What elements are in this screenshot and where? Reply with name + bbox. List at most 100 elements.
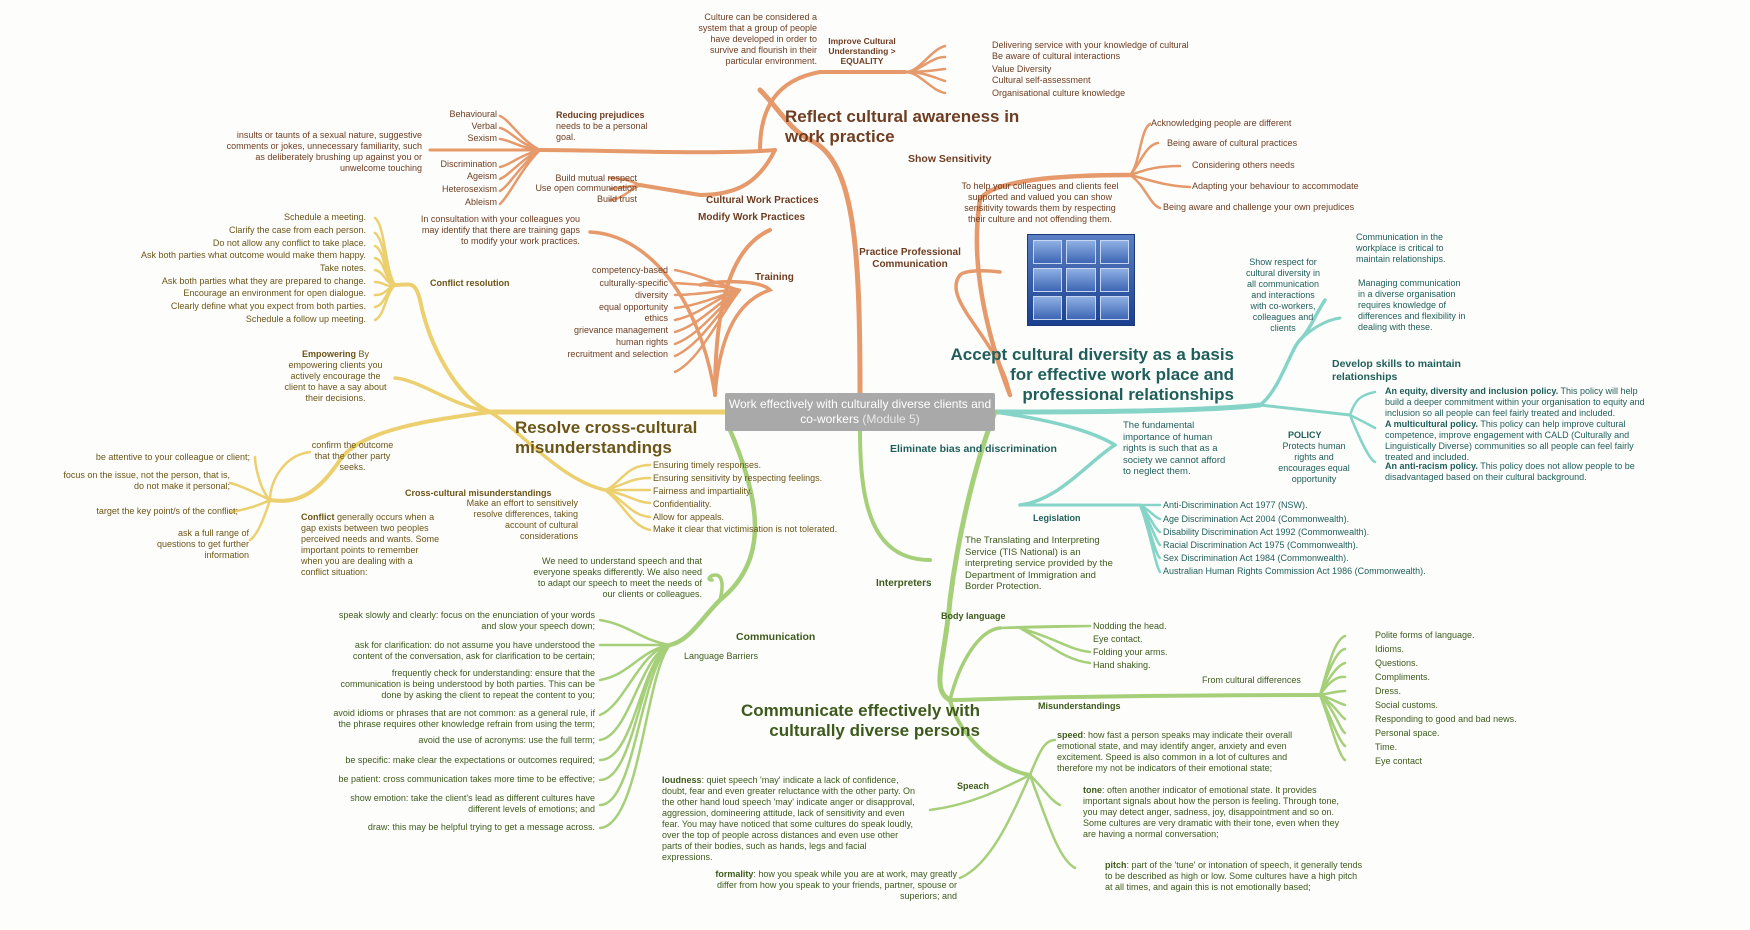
sensitivity-item: Considering others needs <box>1192 160 1295 170</box>
culture-definition: Culture can be considered a system that … <box>698 12 817 66</box>
prejudice-item: Sexism <box>467 133 497 143</box>
legislation-item: Disability Discrimination Act 1992 (Comm… <box>1163 527 1370 537</box>
sensitivity-item: Adapting your behaviour to accommodate <box>1192 181 1359 191</box>
conflict-label: Conflict <box>301 512 335 522</box>
conflict-item: target the key point/s of the conflict; <box>96 506 238 516</box>
cwp-item: Use open communication <box>535 183 637 193</box>
conflict-resolution-item: Do not allow any conflict to take place. <box>212 238 366 248</box>
cwp-item: Build trust <box>596 194 637 204</box>
speech-item-text: : quiet speech 'may' indicate a lack of … <box>662 775 915 862</box>
interpreters[interactable]: Interpreters <box>876 578 932 589</box>
language-barrier-item: be patient: cross communication takes mo… <box>338 774 595 784</box>
practice-professional-communication[interactable]: Practice Professional Communication <box>859 247 961 270</box>
prejudice-item: Heterosexism <box>441 184 497 194</box>
conflict-resolution-item: Clarify the case from each person. <box>228 225 366 235</box>
language-barrier-item: show emotion: take the client's lead as … <box>350 793 595 814</box>
policy-item-name: An equity, diversity and inclusion polic… <box>1385 386 1559 396</box>
legislation[interactable]: Legislation <box>1033 513 1081 523</box>
empowering-label: Empowering <box>301 349 356 359</box>
eliminate-bias-desc: The fundamental importance of human righ… <box>1123 420 1226 477</box>
misunderstanding-item: Polite forms of language. <box>1375 630 1475 640</box>
show-respect: Show respect for cultural diversity in a… <box>1245 257 1321 333</box>
from-cultural-differences[interactable]: From cultural differences <box>1202 675 1301 685</box>
body-language-item: Hand shaking. <box>1093 660 1151 670</box>
misunderstanding-item: Social customs. <box>1375 700 1439 710</box>
training-item: grievance management <box>573 325 668 335</box>
speech-item-tone: tone: often another indicator of emotion… <box>1083 785 1345 840</box>
policy[interactable]: POLICY <box>1288 430 1322 440</box>
empowering-desc: By empowering clients you actively encou… <box>284 349 387 403</box>
managing-communication: Managing communication in a diverse orga… <box>1358 278 1466 332</box>
cultural-work-practices[interactable]: Cultural Work Practices <box>706 195 819 206</box>
language-barriers[interactable]: Language Barriers <box>684 651 759 661</box>
empowering-node[interactable]: Empowering By empowering clients you act… <box>283 349 388 404</box>
conflict-node[interactable]: Conflict generally occurs when a gap exi… <box>301 512 441 578</box>
reducing-prejudices-desc: needs to be a personal goal. <box>556 121 648 142</box>
communication[interactable]: Communication <box>736 631 816 643</box>
reducing-prejudices[interactable]: Reducing prejudices <box>556 110 645 120</box>
speech-item-text: : part of the 'tune' or intonation of sp… <box>1105 860 1363 892</box>
misunderstanding-item: Idioms. <box>1375 644 1405 654</box>
ccm-item: Allow for appeals. <box>653 512 725 522</box>
conflict-item: be attentive to your colleague or client… <box>95 452 250 462</box>
language-barrier-item: frequently check for understanding: ensu… <box>340 668 595 700</box>
conflict-resolution-item: Ask both parties what outcome would make… <box>141 250 366 260</box>
body-language[interactable]: Body language <box>941 611 1006 621</box>
policy-desc: Protects human rights and encourages equ… <box>1278 441 1350 484</box>
speach[interactable]: Speach <box>957 781 990 791</box>
language-barrier-item: avoid idioms or phrases that are not com… <box>333 708 595 729</box>
speech-item-name: tone <box>1083 785 1102 795</box>
show-sensitivity[interactable]: Show Sensitivity <box>908 153 992 165</box>
misunderstanding-item: Time. <box>1375 742 1398 752</box>
improve-item: Cultural self-assessment <box>992 75 1091 85</box>
improve-item: Delivering service with your knowledge o… <box>992 40 1189 50</box>
conflict-resolution[interactable]: Conflict resolution <box>430 278 510 288</box>
prejudice-item: Behavioural <box>449 109 497 119</box>
prejudice-item: Ageism <box>466 171 497 181</box>
language-barrier-item: avoid the use of acronyms: use the full … <box>418 735 595 745</box>
ccm-item: Fairness and impartiality. <box>653 486 753 496</box>
develop-skills[interactable]: Develop skills to maintain relationships <box>1332 358 1461 383</box>
topic-communicate[interactable]: Communicate effectively with culturally … <box>740 701 980 740</box>
speech-item-name: formality <box>715 869 754 879</box>
legislation-item: Australian Human Rights Commission Act 1… <box>1163 566 1426 576</box>
topic-reflect[interactable]: Reflect cultural awareness in work pract… <box>785 107 1020 146</box>
legislation-item: Sex Discrimination Act 1984 (Commonwealt… <box>1163 553 1349 563</box>
policy-item: A multicultural policy. This policy can … <box>1385 419 1647 463</box>
central-topic[interactable]: Work effectively with culturally diverse… <box>725 393 995 431</box>
ccm-item: Ensuring timely responses. <box>653 460 762 470</box>
eliminate-bias[interactable]: Eliminate bias and discrimination <box>890 443 1057 455</box>
conflict-resolution-item: Take notes. <box>319 263 366 273</box>
body-language-item: Nodding the head. <box>1093 621 1167 631</box>
sensitivity-item: Being aware and challenge your own preju… <box>1163 202 1355 212</box>
training-item: recruitment and selection <box>567 349 668 359</box>
training-item: competency-based <box>591 265 668 275</box>
misunderstandings[interactable]: Misunderstandings <box>1038 701 1121 711</box>
conflict-item: focus on the issue, not the person, that… <box>63 470 230 491</box>
language-barrier-item: speak slowly and clearly: focus on the e… <box>338 610 595 631</box>
topic-resolve[interactable]: Resolve cross-cultural misunderstandings <box>515 418 698 457</box>
communication-desc: We need to understand speech and that ev… <box>533 556 702 599</box>
improve-item: Organisational culture knowledge <box>992 88 1126 98</box>
training[interactable]: Training <box>755 272 794 283</box>
speech-item-loudness: loudness: quiet speech 'may' indicate a … <box>662 775 919 863</box>
misunderstanding-item: Eye contact <box>1375 756 1423 766</box>
communication-critical: Communication in the workplace is critic… <box>1356 232 1446 264</box>
prejudice-item: Discrimination <box>440 159 497 169</box>
training-item: ethics <box>644 313 668 323</box>
legislation-item: Age Discrimination Act 2004 (Commonwealt… <box>1163 514 1350 524</box>
topic-accept[interactable]: Accept cultural diversity as a basis for… <box>950 345 1234 404</box>
body-language-item: Eye contact. <box>1093 634 1143 644</box>
modify-work-practices-desc: In consultation with your colleagues you… <box>420 214 580 246</box>
conflict-item: ask a full range of questions to get fur… <box>156 528 249 560</box>
modify-work-practices[interactable]: Modify Work Practices <box>698 212 806 223</box>
ccm-item: Make it clear that victimisation is not … <box>653 524 838 534</box>
speech-item-pitch: pitch: part of the 'tune' or intonation … <box>1105 860 1367 893</box>
cross-cultural-misunderstandings[interactable]: Cross-cultural misunderstandings <box>405 488 552 498</box>
speech-item-text: : how fast a person speaks may indicate … <box>1057 730 1293 773</box>
improve-cultural-understanding[interactable]: Improve Cultural Understanding > EQUALIT… <box>828 36 896 66</box>
training-item: diversity <box>634 290 668 300</box>
legislation-item: Anti-Discrimination Act 1977 (NSW). <box>1163 500 1308 510</box>
sensitivity-item: Acknowledging people are different <box>1151 118 1292 128</box>
ccm-item: Confidentiality. <box>653 499 712 509</box>
